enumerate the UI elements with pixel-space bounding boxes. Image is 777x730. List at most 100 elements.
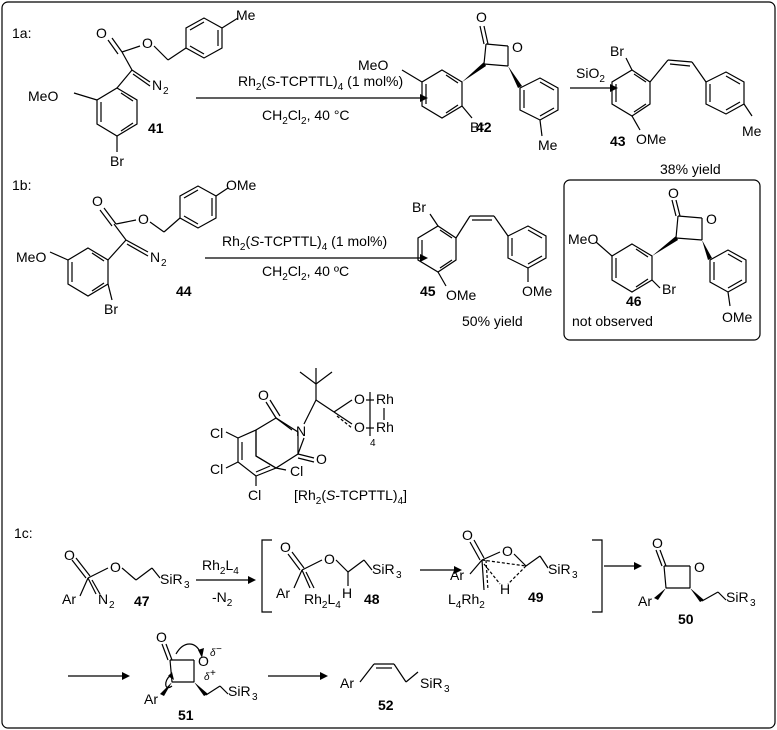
svg-text:Ar: Ar <box>450 567 464 583</box>
svg-text:Ar: Ar <box>638 593 652 609</box>
svg-text:Rh2L4: Rh2L4 <box>304 591 341 611</box>
svg-text:3: 3 <box>572 570 578 581</box>
svg-text:3: 3 <box>750 598 756 609</box>
svg-text:Br: Br <box>610 43 624 59</box>
compound-42: MeO Br O O Me 42 <box>358 9 559 153</box>
compound-49: O O SiR 3 H Ar L4Rh2 49 <box>448 527 578 611</box>
panel-label-1a: 1a: <box>12 25 31 41</box>
compound-47: O O SiR 3 Ar N 2 47 <box>62 547 190 611</box>
svg-text:Rh: Rh <box>376 391 394 407</box>
bracket-right <box>592 539 603 613</box>
svg-text:Me: Me <box>538 137 558 153</box>
svg-text:Cl: Cl <box>210 425 223 441</box>
svg-text:MeO: MeO <box>28 88 58 104</box>
svg-text:SiR: SiR <box>548 561 571 577</box>
label-45: 45 <box>420 283 436 299</box>
svg-text:O: O <box>280 539 291 555</box>
svg-text:O: O <box>462 527 473 543</box>
svg-text:O: O <box>138 211 149 227</box>
svg-text:3: 3 <box>396 570 402 581</box>
svg-text:O: O <box>142 35 153 51</box>
compound-52: Ar SiR 3 52 <box>340 663 450 713</box>
label-44: 44 <box>176 283 192 299</box>
label-41: 41 <box>148 120 164 136</box>
svg-text:N: N <box>150 249 160 265</box>
svg-text:H: H <box>500 581 510 597</box>
not-observed-text: not observed <box>572 313 653 329</box>
svg-text:O: O <box>156 629 167 645</box>
conditions-1b-solvent: CH2Cl2, 40 ºC <box>262 263 349 283</box>
svg-text:Br: Br <box>412 199 426 215</box>
compound-43: Br OMe Me 43 <box>610 43 762 149</box>
svg-text:Rh2(S-TCPTTL)4 (1 mol%): Rh2(S-TCPTTL)4 (1 mol%) <box>222 233 387 253</box>
svg-text:OMe: OMe <box>722 309 753 325</box>
svg-text:Cl: Cl <box>290 463 303 479</box>
svg-text:SiR: SiR <box>420 675 443 691</box>
svg-text:Ar: Ar <box>276 585 290 601</box>
svg-text:O: O <box>706 211 717 227</box>
svg-text:Rh2(S-TCPTTL)4 (1 mol%): Rh2(S-TCPTTL)4 (1 mol%) <box>238 73 403 93</box>
svg-text:O: O <box>512 39 523 55</box>
svg-text:O: O <box>476 9 487 25</box>
compound-51: O O δ − δ + Ar SiR 3 51 <box>144 629 258 723</box>
catalyst-name: [Rh2(S-TCPTTL)4] <box>294 487 407 507</box>
svg-text:OMe: OMe <box>636 131 667 147</box>
compound-41: MeO Br N 2 O O Me 41 <box>28 7 256 169</box>
svg-text:Cl: Cl <box>210 461 223 477</box>
svg-text:O: O <box>354 391 365 407</box>
yield-43: 38% yield <box>660 161 721 177</box>
svg-text:Me: Me <box>236 7 256 23</box>
svg-text:OMe: OMe <box>522 283 553 299</box>
compound-50: O O Ar SiR 3 50 <box>638 535 756 627</box>
svg-text:OMe: OMe <box>446 287 477 303</box>
svg-text:4: 4 <box>370 438 376 449</box>
svg-text:O: O <box>316 451 327 467</box>
not-observed-box <box>563 179 761 341</box>
conditions-1a-catalyst: Rh2(S-TCPTTL)4 (1 mol%) <box>238 73 403 93</box>
panel-label-1b: 1b: <box>12 177 31 193</box>
conditions-1a-solvent: CH2Cl2, 40 °C <box>262 107 350 127</box>
svg-text:+: + <box>210 668 216 679</box>
svg-text:H: H <box>342 585 352 601</box>
conditions-1a-silica: SiO2 <box>576 65 605 85</box>
svg-text:MeO: MeO <box>16 249 46 265</box>
svg-text:3: 3 <box>184 580 190 591</box>
conditions-1c-reagent: Rh2L4 <box>202 557 239 577</box>
label-46: 46 <box>626 293 642 309</box>
svg-text:Br: Br <box>104 301 118 317</box>
svg-text:N: N <box>296 423 306 439</box>
catalyst-structure: O O Rh Rh 4 N O O Cl Cl Cl Cl [Rh2(S-TCP… <box>210 368 407 507</box>
svg-text:δ: δ <box>210 648 216 659</box>
svg-text:SiR: SiR <box>726 589 749 605</box>
svg-text:O: O <box>258 387 269 403</box>
svg-text:O: O <box>502 543 513 559</box>
svg-text:Ar: Ar <box>62 591 76 607</box>
svg-text:Rh: Rh <box>376 419 394 435</box>
svg-text:O: O <box>198 653 209 669</box>
svg-text:2: 2 <box>109 600 115 611</box>
svg-text:Ar: Ar <box>340 675 354 691</box>
svg-text:OMe: OMe <box>226 177 257 193</box>
svg-text:O: O <box>64 547 75 563</box>
svg-text:CH2Cl2, 40 ºC: CH2Cl2, 40 ºC <box>262 263 349 283</box>
label-51: 51 <box>178 707 194 723</box>
svg-text:Br: Br <box>662 281 676 297</box>
compound-44: MeO Br N 2 O O OMe 44 <box>16 177 257 317</box>
svg-text:Br: Br <box>110 153 124 169</box>
compound-48: O O SiR 3 H Ar Rh2L4 48 <box>276 539 402 611</box>
svg-text:CH2Cl2, 40 °C: CH2Cl2, 40 °C <box>262 107 350 127</box>
label-48: 48 <box>364 591 380 607</box>
svg-text:O: O <box>92 193 103 209</box>
conditions-1b-catalyst: Rh2(S-TCPTTL)4 (1 mol%) <box>222 233 387 253</box>
compound-45: Br OMe OMe 45 <box>412 199 553 303</box>
svg-text:N: N <box>152 77 162 93</box>
svg-text:Me: Me <box>742 123 762 139</box>
svg-text:2: 2 <box>161 258 167 269</box>
label-52: 52 <box>378 697 394 713</box>
bracket-left <box>261 539 272 613</box>
svg-text:O: O <box>324 551 335 567</box>
svg-text:SiR: SiR <box>228 683 251 699</box>
